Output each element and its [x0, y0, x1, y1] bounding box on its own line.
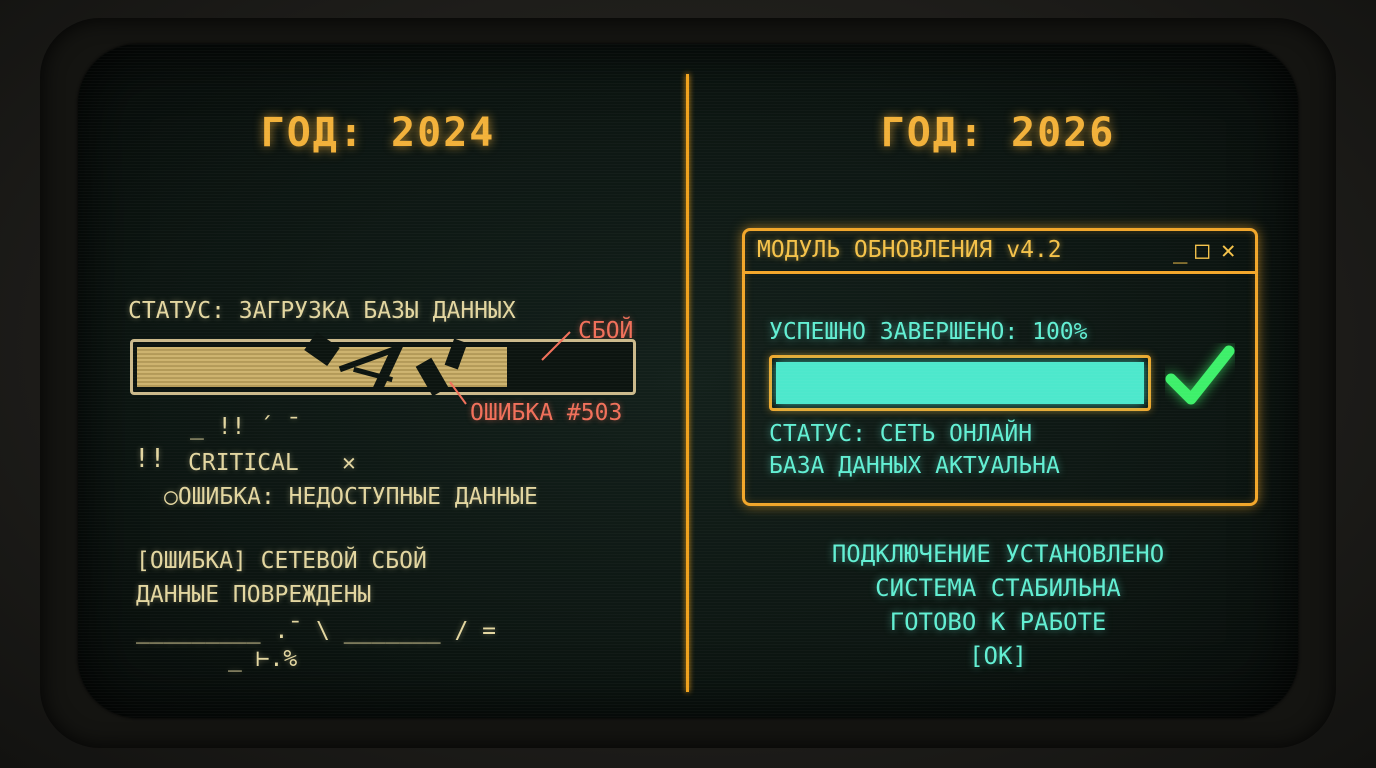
update-module-window: МОДУЛЬ ОБНОВЛЕНИЯ v4.2 _ □ ✕ УСПЕШНО ЗАВ… [742, 228, 1258, 506]
window-title: МОДУЛЬ ОБНОВЛЕНИЯ v4.2 [757, 237, 1062, 263]
checkmark-icon [1165, 345, 1235, 405]
error-pointer-line [449, 381, 467, 405]
system-stable: СИСТЕМА СТАБИЛЬНА [875, 574, 1121, 602]
error-unavailable-text: ОШИБКА: НЕДОСТУПНЫЕ ДАННЫЕ [177, 484, 538, 510]
glitch-fragment-3: _ ⊢.% [228, 646, 298, 672]
crt-screen: ГОД: 2024 СТАТУС: ЗАГРУЗКА БАЗЫ ДАННЫХ С… [78, 44, 1298, 718]
year-2024-title: ГОД: 2024 [260, 110, 496, 156]
ok-button[interactable]: [OK] [969, 642, 1027, 670]
year-2026-title: ГОД: 2026 [880, 110, 1116, 156]
minimize-icon[interactable]: _ [1173, 236, 1188, 264]
loading-status: СТАТУС: ЗАГРУЗКА БАЗЫ ДАННЫХ [128, 298, 516, 324]
panel-divider [686, 74, 689, 692]
broken-progress-bar [130, 331, 636, 397]
glitch-fragment-1: _ !! ´ ̄ [190, 414, 287, 440]
error-unavailable-data: ○ОШИБКА: НЕДОСТУПНЫЕ ДАННЫЕ [164, 484, 538, 510]
network-error: [ОШИБКА] СЕТЕВОЙ СБОЙ [136, 548, 427, 574]
data-corrupted: ДАННЫЕ ПОВРЕЖДЕНЫ [136, 582, 372, 608]
network-status: СТАТУС: СЕТЬ ОНЛАЙН [769, 421, 1033, 447]
success-status: УСПЕШНО ЗАВЕРШЕНО: 100% [769, 319, 1088, 345]
glitch-fragment-2: _________ .¯ \ _______ / = [136, 618, 497, 644]
critical-x-icon: ✕ [342, 450, 356, 476]
critical-marker: !! [134, 444, 166, 474]
success-progress-bar [769, 355, 1151, 411]
fail-pointer-line [541, 331, 571, 361]
connection-established: ПОДКЛЮЧЕНИЕ УСТАНОВЛЕНО [831, 540, 1165, 568]
critical-label: CRITICAL [188, 450, 299, 476]
ready-to-work: ГОТОВО К РАБОТЕ [889, 608, 1107, 636]
error-code-label: ОШИБКА #503 [470, 400, 623, 426]
window-titlebar[interactable]: МОДУЛЬ ОБНОВЛЕНИЯ v4.2 _ □ ✕ [745, 231, 1255, 274]
maximize-icon[interactable]: □ [1195, 236, 1210, 264]
database-status: БАЗА ДАННЫХ АКТУАЛЬНА [769, 453, 1060, 479]
success-progress-fill [776, 362, 1144, 404]
close-icon[interactable]: ✕ [1221, 236, 1236, 264]
